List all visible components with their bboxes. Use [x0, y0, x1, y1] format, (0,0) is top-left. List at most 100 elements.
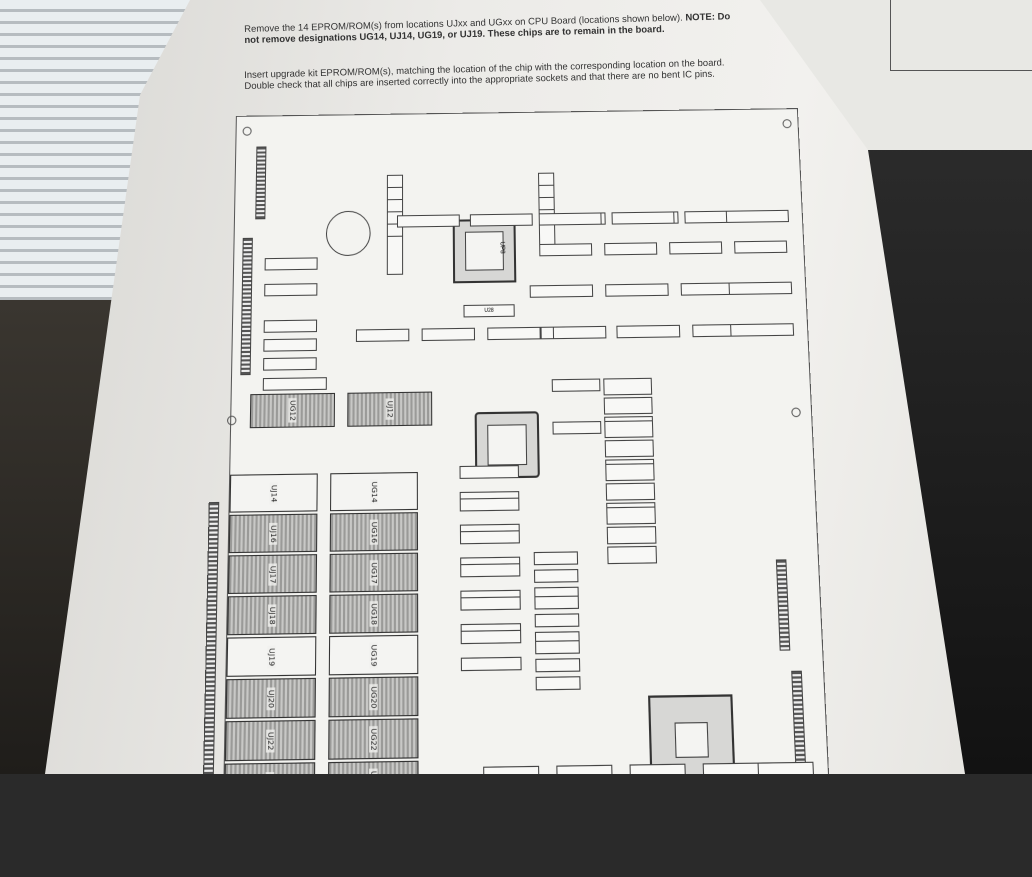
connector-header [255, 146, 267, 220]
eprom-label: UJ19 [267, 645, 276, 668]
board-component [669, 241, 723, 255]
board-component [483, 765, 540, 774]
board-component [386, 235, 404, 275]
board-component [460, 656, 522, 672]
board-component [487, 326, 541, 341]
board-component [603, 396, 653, 415]
board-component [606, 526, 657, 545]
board-component [534, 613, 580, 628]
board-component [459, 530, 520, 545]
board-components [237, 109, 815, 774]
eprom-label: UJ14 [269, 482, 279, 504]
eprom-label: UJ23 [265, 771, 275, 774]
eprom-uj12: UJ12 [347, 391, 433, 427]
connector-header [791, 670, 807, 774]
board-component [611, 211, 675, 225]
board-component [605, 283, 669, 297]
eprom-ug19: UG19 [328, 634, 419, 676]
board-component [730, 323, 795, 337]
eprom-column-uj [237, 109, 797, 117]
board-component [734, 240, 788, 254]
mount-hole [226, 415, 237, 426]
instruction-paragraph-2: Insert upgrade kit EPROM/ROM(s), matchin… [244, 57, 725, 92]
board-component [459, 497, 520, 512]
board-component [606, 506, 656, 525]
board-component [757, 761, 815, 774]
board-component [605, 482, 656, 501]
eprom-uj14: UJ14 [229, 473, 318, 513]
eprom-label: UG16 [369, 518, 379, 545]
board-component [604, 242, 658, 256]
board-component [616, 324, 681, 339]
board-component [460, 563, 521, 578]
board-component [728, 281, 793, 295]
mount-hole [782, 119, 792, 129]
board-component [529, 284, 594, 298]
connector-header [202, 501, 220, 774]
board-component [469, 213, 533, 227]
eprom-ug22: UG22 [328, 718, 419, 760]
instruction-sheet: Remove the 14 EPROM/ROM(s) from location… [45, 0, 965, 774]
eprom-uj19: UJ19 [226, 636, 317, 677]
connector-header [240, 237, 253, 376]
eprom-ug16: UG16 [329, 512, 419, 552]
board-component [264, 257, 318, 271]
u28-chip: U28 [463, 304, 515, 318]
eprom-uj22: UJ22 [224, 719, 316, 762]
eprom-label: UG19 [369, 641, 378, 669]
connector-header [775, 559, 791, 651]
eprom-uj18: UJ18 [227, 594, 317, 636]
board-component [460, 596, 521, 611]
eprom-label: UG14 [369, 478, 379, 505]
eprom-ug17: UG17 [329, 552, 419, 593]
eprom-ug20: UG20 [328, 676, 419, 718]
eprom-uj17: UJ17 [227, 554, 318, 595]
board-component [535, 676, 581, 691]
board-component [725, 209, 790, 223]
mount-hole [791, 407, 801, 418]
board-component [604, 439, 654, 458]
board-component [355, 328, 410, 342]
eprom-label: UG18 [369, 600, 378, 627]
mount-hole [242, 126, 252, 136]
board-component [539, 243, 593, 257]
eprom-label: UG23 [368, 767, 378, 774]
board-component [533, 551, 579, 566]
instruction-paragraph-1: Remove the 14 EPROM/ROM(s) from location… [244, 11, 734, 46]
board-component [551, 378, 601, 392]
eprom-column-ug [237, 109, 797, 117]
eprom-uj16: UJ16 [228, 513, 318, 554]
board-component [396, 214, 460, 228]
eprom-label: UJ18 [267, 603, 277, 627]
board-component [459, 465, 520, 479]
board-component [605, 463, 655, 482]
note-label: NOTE: [685, 11, 716, 24]
board-component [263, 319, 318, 333]
board-component [702, 762, 760, 774]
eprom-ug12: UG12 [249, 392, 336, 429]
eprom-label: UJ17 [268, 562, 277, 586]
eprom-label: UJ20 [266, 686, 276, 710]
battery-icon [325, 210, 371, 257]
eprom-ug18: UG18 [329, 593, 419, 634]
eprom-ug23: UG23 [327, 760, 419, 774]
board-component [629, 763, 686, 774]
eprom-uj20: UJ20 [225, 677, 316, 719]
background-board-drawing [890, 0, 1032, 71]
board-component [552, 421, 602, 435]
board-component [535, 658, 581, 673]
eprom-uj23: UJ23 [224, 762, 316, 774]
board-component [534, 595, 579, 610]
board-component [263, 357, 317, 371]
board-component [421, 327, 476, 342]
board-component [533, 568, 579, 583]
board-component [263, 338, 317, 352]
eprom-ug14: UG14 [330, 471, 418, 512]
eprom-label: UJ22 [265, 728, 275, 753]
board-component [262, 377, 327, 391]
eprom-label: UJ16 [268, 522, 278, 545]
board-component [604, 420, 654, 439]
cpu-label: UP8 [498, 241, 505, 254]
board-component [264, 283, 318, 297]
